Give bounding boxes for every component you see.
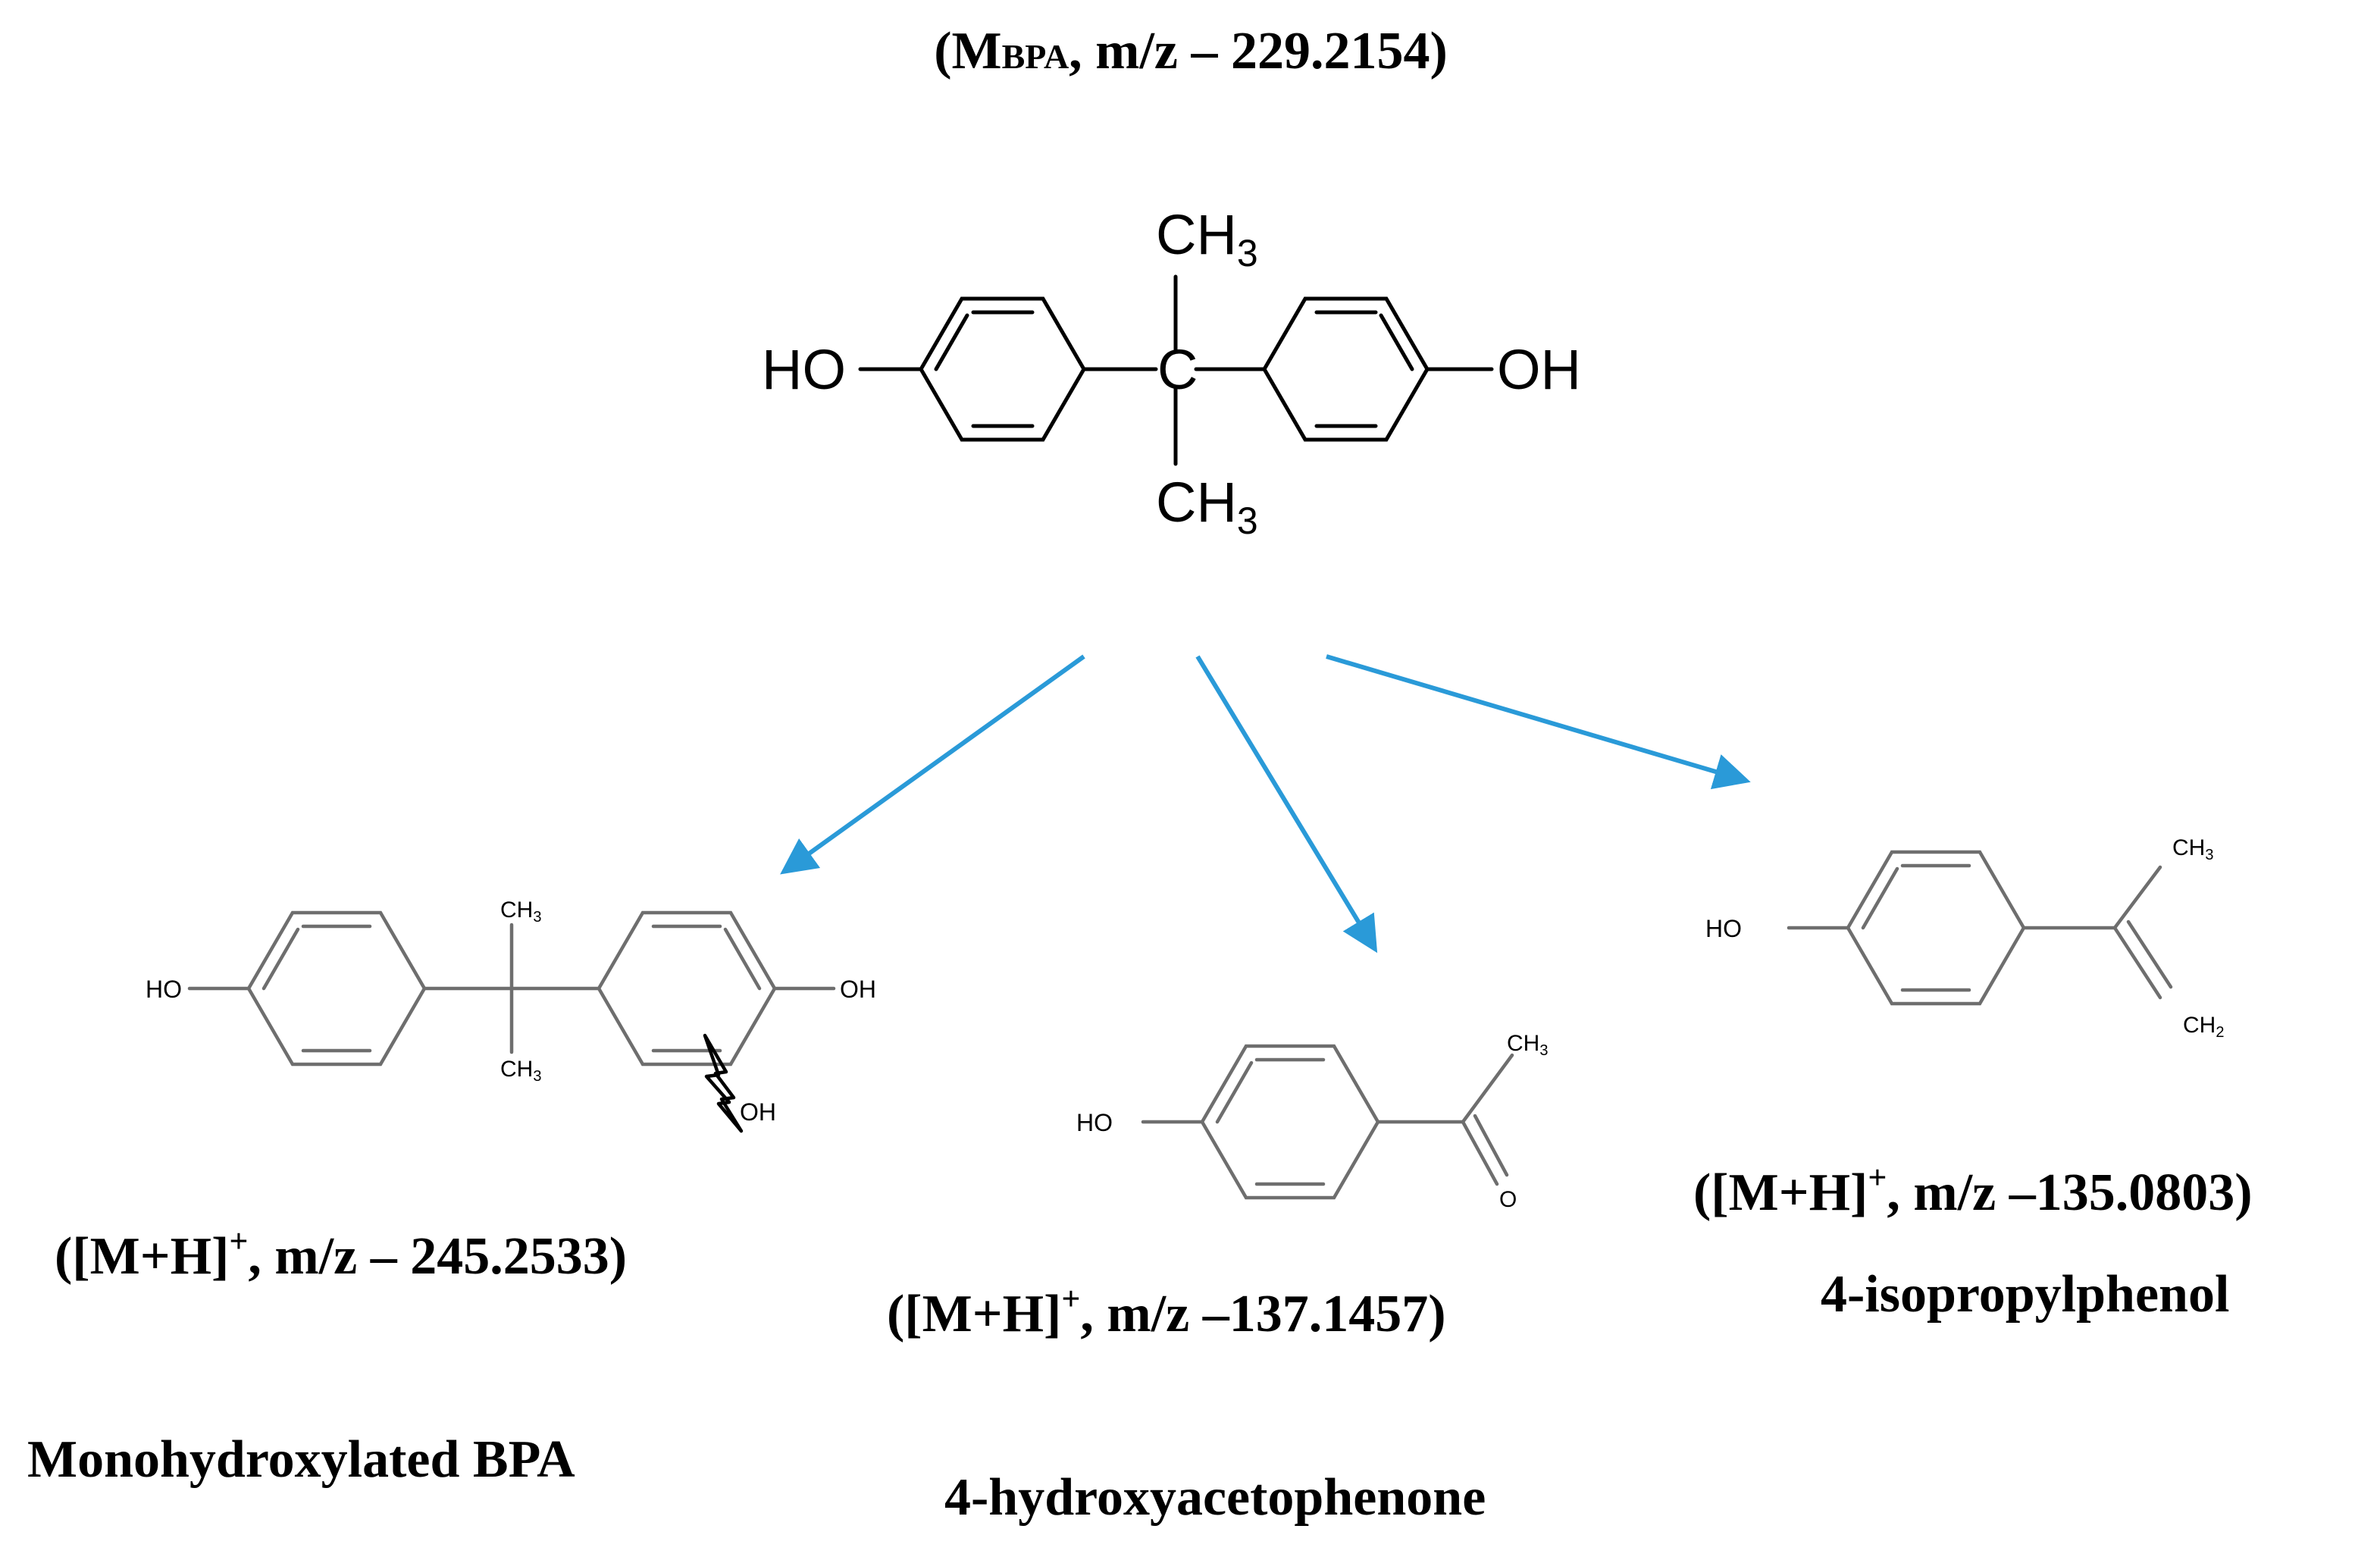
product-isopropylphenol: HO CH3 CH2 ([M+H]+, m/z –135.0803) 4-iso… (1693, 835, 2253, 1324)
ip-name: 4-isopropylphenol (1821, 1265, 2229, 1324)
parent-label-sub: BPA (1002, 37, 1069, 76)
ip-methyl: CH3 (2172, 835, 2213, 863)
ip-ring-double-3 (1861, 866, 1899, 930)
ip-methylene-sub: 2 (2216, 1024, 2224, 1041)
mh-ion-prefix: ([M+H] (55, 1227, 229, 1286)
mh-oh-new: OH (740, 1098, 776, 1126)
arrow-to-monohydroxylated (780, 654, 1085, 875)
ha-bond-co-1 (1461, 1120, 1499, 1186)
mh-oh-right: OH (840, 976, 876, 1003)
mh-name: Monohydroxylated BPA (27, 1430, 575, 1489)
ha-bond-co-2 (1473, 1114, 1509, 1177)
parent-label-prefix: (M (934, 22, 1001, 80)
ip-ion-charge: + (1868, 1159, 1887, 1196)
ha-ring-double-3 (1215, 1060, 1254, 1124)
mh-ion-label: ([M+H]+, m/z – 245.2533) (55, 1223, 627, 1286)
bpa-methyl-bottom-sub: 3 (1237, 500, 1258, 542)
mh-right-ring-double-3 (723, 927, 762, 991)
product-monohydroxylated-bpa: HO OH OH CH3 CH3 ([M+H]+, m/z – 245.2533… (27, 898, 876, 1489)
parent-label: (MBPA, m/z – 229.2154) (934, 22, 1448, 80)
bpa-methyl-top-ch: CH (1156, 203, 1237, 266)
bpa-center-c: C (1157, 338, 1198, 401)
mh-methyl-bottom-sub: 3 (533, 1068, 541, 1085)
mh-new-oh-bolt (703, 1033, 744, 1133)
ha-ion-label: ([M+H]+, m/z –137.1457) (887, 1280, 1446, 1343)
arrow-to-hydroxyacetophenone (1195, 655, 1378, 954)
bpa-left-ring-double-3 (934, 313, 969, 371)
mh-ion-charge: + (229, 1223, 248, 1260)
arrow-to-isopropylphenol (1326, 654, 1751, 790)
mh-methyl-bottom: CH3 (500, 1057, 541, 1085)
ip-ion-label: ([M+H]+, m/z –135.0803) (1693, 1159, 2253, 1222)
ip-ion-prefix: ([M+H] (1693, 1164, 1868, 1222)
ha-ho: HO (1076, 1109, 1113, 1136)
ip-methylene: CH2 (2183, 1013, 2224, 1041)
reaction-arrows (780, 654, 1751, 954)
bpa-methyl-bottom-ch: CH (1156, 471, 1237, 534)
ha-ion-charge: + (1061, 1280, 1080, 1317)
ha-methyl-sub: 3 (1539, 1042, 1548, 1059)
bpa-right-ring-double-3 (1379, 313, 1414, 371)
ha-oxygen: O (1499, 1187, 1517, 1212)
ha-bond-methyl (1461, 1053, 1514, 1124)
bpa-structure: HO OH C CH3 CH3 (762, 203, 1581, 542)
mh-left-ring-double-3 (261, 927, 300, 991)
mh-ho: HO (146, 976, 182, 1003)
bpa-left-ho: HO (762, 338, 846, 401)
ip-bond-methyl (2112, 865, 2162, 930)
ip-methyl-ch: CH (2172, 835, 2205, 860)
bpa-methyl-bottom: CH3 (1156, 471, 1258, 542)
ip-methyl-sub: 3 (2205, 847, 2213, 863)
product-hydroxyacetophenone: HO CH3 O ([M+H]+, m/z –137.1457) 4-hydro… (887, 1031, 1548, 1527)
mh-right-ring (597, 910, 777, 1067)
ip-ion-suffix: , m/z –135.0803) (1887, 1164, 2252, 1222)
parent-label-suffix: , m/z – 229.2154) (1069, 22, 1448, 80)
mh-left-ring (246, 910, 427, 1067)
ip-bond-ch2-2 (2126, 919, 2173, 989)
mh-ion-suffix: , m/z – 245.2533) (248, 1227, 627, 1286)
ha-ion-suffix: , m/z –137.1457) (1080, 1285, 1445, 1343)
ha-methyl: CH3 (1507, 1031, 1548, 1059)
bpa-right-oh: OH (1497, 338, 1581, 401)
ip-methylene-ch: CH (2183, 1013, 2216, 1038)
ha-ring (1200, 1044, 1380, 1200)
ha-ion-prefix: ([M+H] (887, 1285, 1061, 1343)
ip-ho: HO (1705, 915, 1742, 942)
ip-ring (1846, 850, 2026, 1006)
ip-bond-ch2-1 (2112, 926, 2162, 1000)
bpa-methyl-top-sub: 3 (1237, 232, 1258, 274)
bpa-right-ring (1262, 296, 1430, 442)
ha-methyl-ch: CH (1507, 1031, 1539, 1056)
mh-methyl-bottom-ch: CH (500, 1057, 533, 1082)
mh-methyl-top-sub: 3 (533, 909, 541, 926)
ha-name: 4-hydroxyacetophenone (944, 1468, 1486, 1527)
mh-methyl-top: CH3 (500, 898, 541, 926)
bpa-methyl-top: CH3 (1156, 203, 1258, 274)
bpa-left-ring (919, 296, 1086, 442)
mh-methyl-top-ch: CH (500, 898, 533, 923)
